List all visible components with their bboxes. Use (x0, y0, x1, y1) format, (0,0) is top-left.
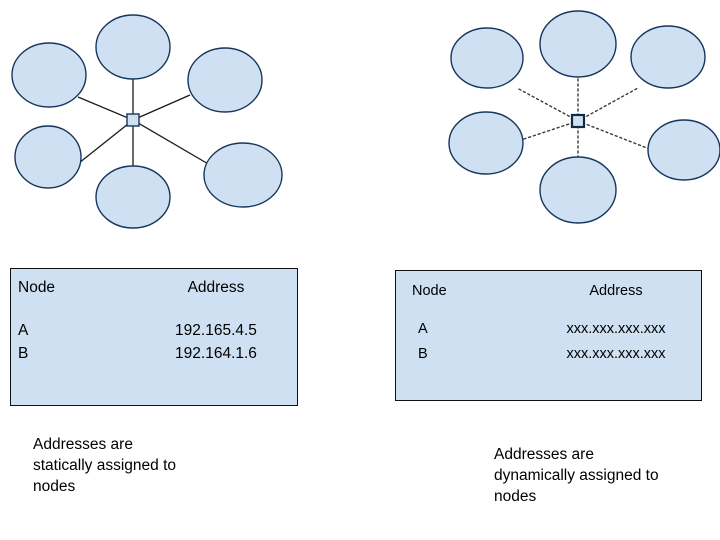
link-hub-to-node-upper-right (577, 87, 639, 122)
column-header-address: Address (187, 279, 245, 296)
table-header-row: Node Address (11, 277, 297, 299)
node-circle-lower-left[interactable] (14, 125, 82, 189)
column-header-node: Node (412, 283, 447, 299)
cell-node-a: A (18, 322, 29, 339)
link-hub-to-node-upper-right (132, 94, 191, 121)
cell-address-a: 192.165.4.5 (175, 322, 257, 339)
hub-square[interactable] (570, 113, 586, 129)
static-link-group (73, 78, 211, 170)
cell-address-b: 192.164.1.6 (175, 345, 257, 362)
dynamic-link-group (511, 77, 653, 169)
link-hub-to-node-lower-left (511, 120, 579, 144)
node-circle-upper-left[interactable] (450, 27, 524, 89)
node-circle-bottom[interactable] (539, 156, 617, 224)
link-hub-to-node-lower-left (73, 119, 134, 168)
node-circle-lower-left[interactable] (448, 111, 524, 175)
cell-address-b: xxx.xxx.xxx.xxx (566, 346, 666, 362)
link-hub-to-node-lower-right (132, 119, 211, 166)
dynamic-caption: Addresses are dynamically assigned to no… (494, 446, 659, 505)
table-row: B 192.164.1.6 (11, 343, 297, 365)
cell-node-b: B (18, 345, 29, 362)
dynamic-address-table: Node Address A xxx.xxx.xxx.xxx B xxx.xxx… (395, 270, 702, 401)
node-circle-top[interactable] (539, 10, 617, 78)
cell-node-a: A (418, 321, 428, 337)
table-row: A 192.165.4.5 (11, 320, 297, 342)
node-circle-lower-right[interactable] (647, 119, 720, 181)
cell-node-b: B (418, 346, 428, 362)
dynamic-node-group (448, 10, 720, 224)
static-caption: Addresses are statically assigned to nod… (33, 436, 177, 495)
node-circle-lower-right[interactable] (203, 142, 283, 208)
node-circle-upper-left[interactable] (11, 42, 87, 108)
table-row: B xxx.xxx.xxx.xxx (396, 343, 701, 365)
link-hub-to-node-lower-right (577, 120, 653, 151)
node-circle-upper-right[interactable] (187, 47, 263, 113)
static-topology-svg (11, 14, 283, 229)
dynamic-network-diagram (430, 0, 720, 230)
static-node-group (11, 14, 283, 229)
static-address-table: Node Address A 192.165.4.5 B 192.164.1.6 (10, 268, 298, 406)
node-circle-bottom[interactable] (95, 165, 171, 229)
table-row: A xxx.xxx.xxx.xxx (396, 318, 701, 340)
static-network-diagram (0, 0, 330, 245)
hub-square[interactable] (126, 113, 140, 127)
table-header-row: Node Address (396, 280, 701, 302)
dynamic-topology-svg (448, 10, 720, 224)
column-header-address: Address (589, 283, 643, 299)
link-hub-to-node-upper-left (516, 87, 579, 122)
node-circle-upper-right[interactable] (630, 25, 706, 89)
column-header-node: Node (18, 279, 56, 296)
link-hub-to-node-upper-left (77, 96, 134, 121)
cell-address-a: xxx.xxx.xxx.xxx (566, 321, 666, 337)
node-circle-top[interactable] (95, 14, 171, 80)
